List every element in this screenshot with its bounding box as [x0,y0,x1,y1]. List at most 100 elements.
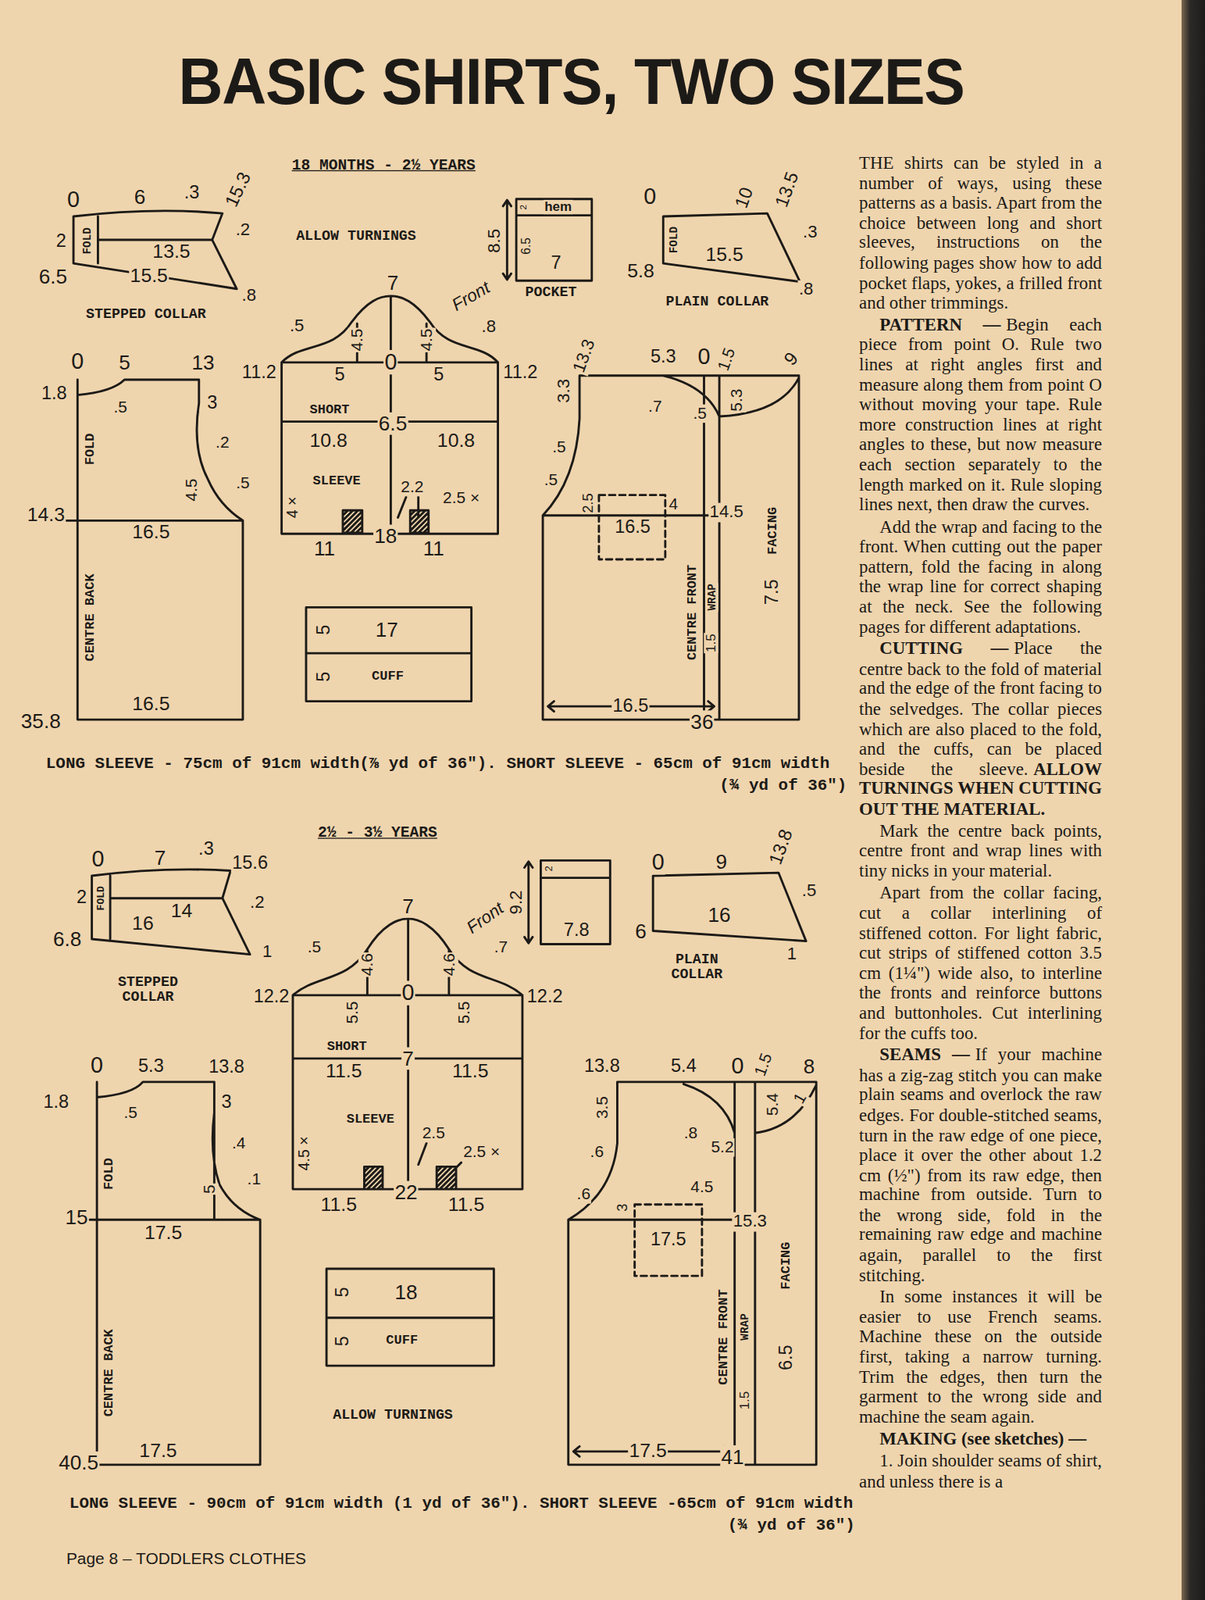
dimension-number: 13.3 [569,335,600,376]
dimension-number: 5.4 [670,1055,698,1077]
dimension-number: 5 [432,365,446,386]
binding-edge [1181,0,1205,1600]
dimension-number: 0 [650,849,666,875]
dimension-number: 2.5 [420,1123,446,1142]
paragraph: Mark the centre back points, centre fron… [859,820,1102,881]
dimension-number: .8 [682,1123,699,1142]
piece-label: CENTRE FRONT [685,563,701,661]
paragraph: Apart from the collar facing, cut a coll… [859,883,1102,1044]
dimension-number: .5 [800,880,817,900]
dimension-number: Front [463,898,510,938]
dimension-number: .5 [235,473,251,492]
dimension-number: 0 [642,184,658,210]
dimension-number: 13.5 [151,241,192,263]
page-title: BASIC SHIRTS, TWO SIZES [178,49,965,115]
dimension-number: 5 [333,365,346,386]
dimension-number: .5 [691,404,708,423]
size-heading: 2½ - 3½ YEARS [317,825,439,843]
paragraph: Add the wrap and facing to the front. Wh… [859,516,1102,638]
piece-label: CENTRE FRONT [716,1287,732,1386]
run-in-heading: SEAMS — [879,1044,970,1065]
pattern-piece: 5175CUFF [303,605,474,703]
dimension-number: 11 [421,536,446,560]
pattern-line [598,495,666,560]
piece-label: CENTRE BACK [101,1327,117,1418]
dimension-number: 5.3 [727,387,746,413]
dimension-number: 22 [393,1180,419,1204]
piece-label: 7.8 [563,920,591,942]
piece-label: 6.5 [520,236,534,256]
piece-label: SLEEVE [311,474,362,489]
paragraph: In some instances it will be easier to u… [859,1286,1102,1427]
dimension-number: 2.5 × [442,488,482,507]
dimension-number: 6.8 [52,927,83,951]
dimension-number: 1.5 [713,344,739,375]
piece-label: STEPPED COLLAR [106,973,190,1006]
dimension-number: 16 [706,902,732,926]
dimension-number: 4 [667,495,679,514]
dimension-number: 4.5 [182,477,201,503]
pattern-piece: 16.5 [596,492,668,563]
dimension-number: .4 [231,1133,247,1152]
fabric-requirement: LONG SLEEVE - 75cm of 91cm width(⅞ yd of… [46,752,848,797]
dimension-number: .5 [551,438,567,457]
pattern-line [89,1081,261,1465]
piece-label: WRAP [738,1311,752,1341]
piece-label: POCKET [524,285,578,301]
dimension-number: 5.8 [626,260,656,282]
piece-label: STEPPED COLLAR [85,306,207,322]
dimension-number: 1.8 [40,383,68,404]
dimension-number: 1.5 [703,632,719,653]
dimension-number: 13.5 [771,168,804,211]
dimension-number: 8.5 [484,228,504,255]
dimension-number: .5 [288,317,306,336]
dimension-number: 11.2 [502,362,539,383]
dimension-number: 10.8 [308,430,349,452]
dimension-number: 16.5 [131,521,172,543]
dimension-number: 4.5 [689,1177,715,1196]
body-text: If your machine has a zig-zag stitch you… [859,1044,1102,1285]
dimension-number: 7 [401,1046,415,1070]
dimension-number: 4.6 [358,951,377,977]
dimension-number: 1.5 [737,1389,753,1410]
piece-label: FOLD [81,226,94,256]
dimension-number: .8 [240,286,257,306]
dimension-number: 3 [220,1091,233,1113]
fabric-requirement: LONG SLEEVE - 90cm of 91cm width (1 yd o… [69,1491,856,1537]
dimension-number: 9 [714,849,728,873]
dimension-number: .7 [647,397,664,416]
dimension-number: 3.3 [554,377,574,405]
dimension-number: 35.8 [20,709,62,732]
dimension-number: .6 [575,1184,592,1203]
pattern-line [306,606,472,701]
dimension-number: .1 [245,1169,262,1188]
dimension-number: .2 [214,432,231,451]
body-text: Place the centre back to the fold of mat… [859,638,1102,779]
dimension-number: 2.5 [581,491,597,514]
dimension-number: 11 [313,536,337,560]
dimension-number: 5.5 [342,999,361,1025]
dimension-number: 3.5 [592,1094,611,1120]
piece-label: FACING [779,1240,795,1291]
dimension-number: .3 [802,223,819,243]
dimension-number: 13.8 [583,1055,621,1077]
dimension-number: 0 [89,1052,105,1078]
dimension-number: .3 [183,182,201,204]
dimension-number: 12.2 [525,987,564,1008]
piece-label: 2 [543,864,555,873]
dimension-number: 7.5 [762,577,783,606]
dimension-number: 0 [400,980,416,1006]
piece-label: PLAIN COLLAR [664,294,770,311]
dimension-number: 5.3 [649,346,678,368]
dimension-number: .5 [112,398,129,417]
dimension-number: 9 [780,348,804,371]
piece-label: 17.5 [649,1229,688,1250]
dimension-number: 3 [206,392,219,414]
page-footer: Page 8 – TODDLERS CLOTHES [66,1549,307,1568]
dimension-number: 4.6 [439,951,458,977]
dimension-number: 14.5 [708,502,745,522]
body-text: THE shirts can be styled in a number of … [859,152,1102,313]
pattern-line [73,210,237,289]
paragraph: CUTTING —Place the centre back to the fo… [859,638,1102,819]
dimension-number: .3 [197,838,215,860]
